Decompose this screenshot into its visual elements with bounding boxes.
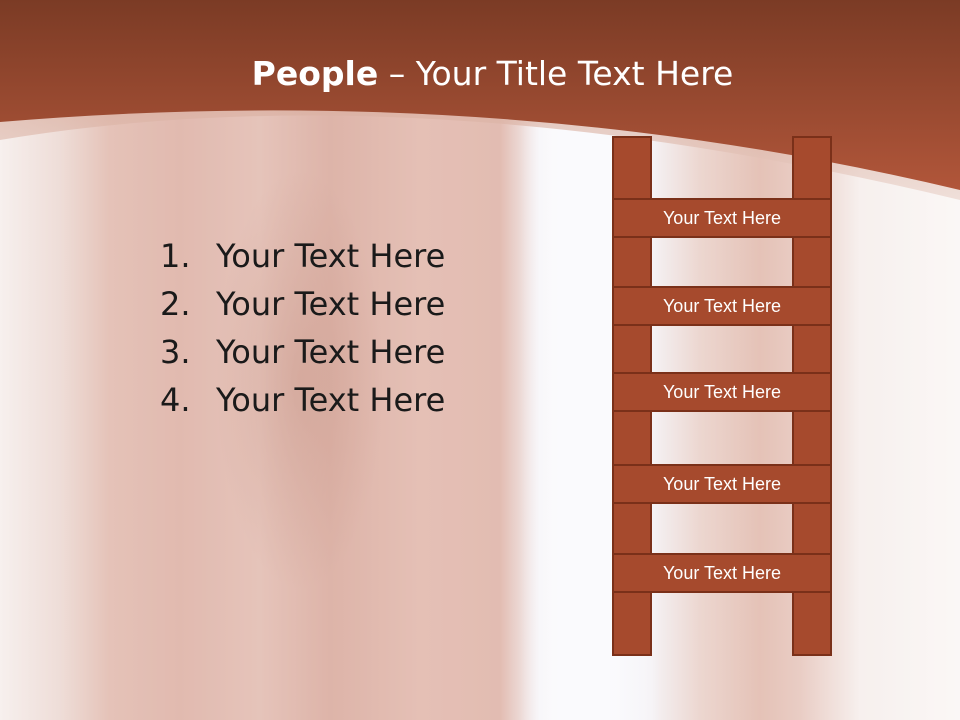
ladder-step-4: Your Text Here [612,464,832,504]
list-number: 4. [160,381,191,419]
header-band [0,0,960,200]
list-item: 3. Your Text Here [160,328,445,376]
ladder-step-2: Your Text Here [612,286,832,326]
title-rest: – Your Title Text Here [378,54,734,93]
title-bold: People [251,54,379,93]
ladder-step-3: Your Text Here [612,372,832,412]
numbered-list: 1. Your Text Here 2. Your Text Here 3. Your… [160,232,445,424]
list-item: 1. Your Text Here [160,232,445,280]
list-item: 2. Your Text Here [160,280,445,328]
list-number: 2. [160,285,191,323]
list-number: 3. [160,333,191,371]
slide-title: People – Your Title Text Here [0,52,960,96]
ladder-step-1: Your Text Here [612,198,832,238]
list-text: Your Text Here [216,237,446,275]
ladder-step-5: Your Text Here [612,553,832,593]
list-text: Your Text Here [216,285,446,323]
list-text: Your Text Here [216,381,446,419]
list-number: 1. [160,237,191,275]
list-item: 4. Your Text Here [160,376,445,424]
list-text: Your Text Here [216,333,446,371]
